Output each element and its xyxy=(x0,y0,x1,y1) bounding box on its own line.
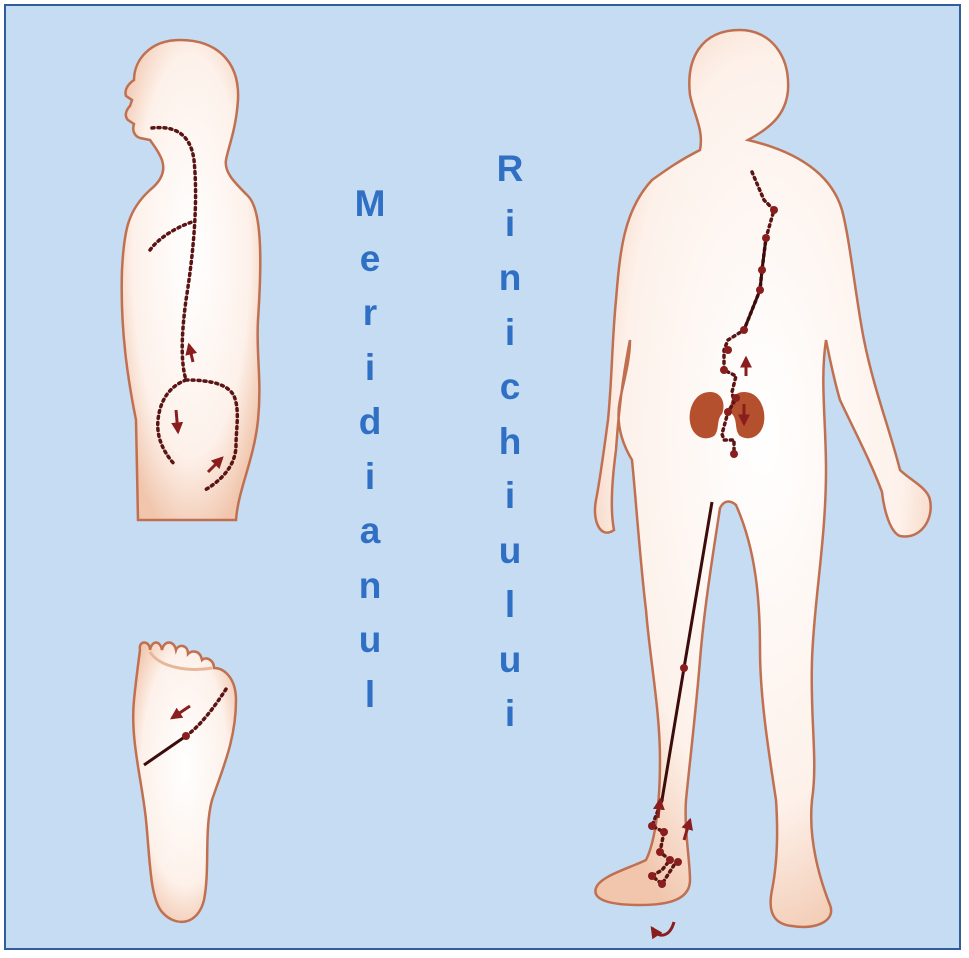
foot-sole-figure xyxy=(133,643,236,922)
direction-arrow-icon xyxy=(652,922,674,935)
front-body-figure xyxy=(595,30,931,935)
direction-arrow-icon xyxy=(176,410,178,432)
direction-arrow-icon xyxy=(658,800,660,818)
side-body-figure xyxy=(122,40,261,520)
